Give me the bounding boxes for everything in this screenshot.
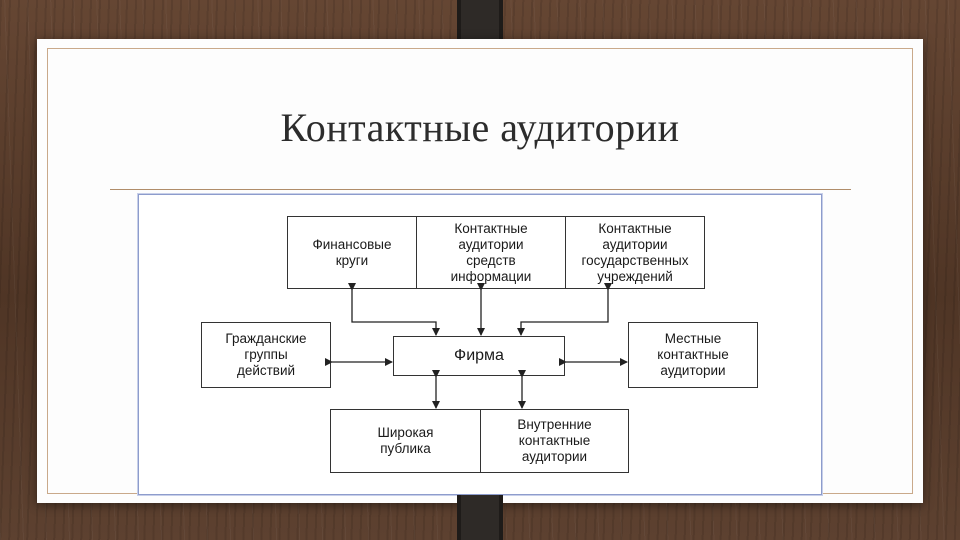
node-civic-action-groups-label: Гражданские группы действий <box>225 331 307 378</box>
node-government-audiences-label: Контактные аудитории государственных учр… <box>581 220 689 284</box>
node-financial-circles: Финансовые круги <box>287 216 417 289</box>
connector-financial-firm <box>348 283 440 336</box>
node-local-audiences: Местные контактные аудитории <box>628 322 758 388</box>
node-internal-audiences-label: Внутренние контактные аудитории <box>517 417 592 464</box>
node-government-audiences: Контактные аудитории государственных учр… <box>565 216 705 289</box>
node-general-public-label: Широкая публика <box>377 425 434 456</box>
node-local-audiences-label: Местные контактные аудитории <box>657 331 729 378</box>
slide-title: Контактные аудитории <box>280 105 680 150</box>
connector-government-firm <box>517 283 612 336</box>
node-media-audiences: Контактные аудитории средств информации <box>416 216 566 289</box>
node-internal-audiences: Внутренние контактные аудитории <box>480 409 629 473</box>
node-firm-label: Фирма <box>454 347 504 364</box>
node-financial-circles-label: Финансовые круги <box>312 236 392 268</box>
node-civic-action-groups: Гражданские группы действий <box>201 322 331 388</box>
title-divider <box>110 189 851 190</box>
node-firm: Фирма <box>393 336 565 376</box>
binder-clip-bottom <box>457 495 503 540</box>
node-media-audiences-label: Контактные аудитории средств информации <box>450 220 532 284</box>
node-general-public: Широкая публика <box>330 409 481 473</box>
